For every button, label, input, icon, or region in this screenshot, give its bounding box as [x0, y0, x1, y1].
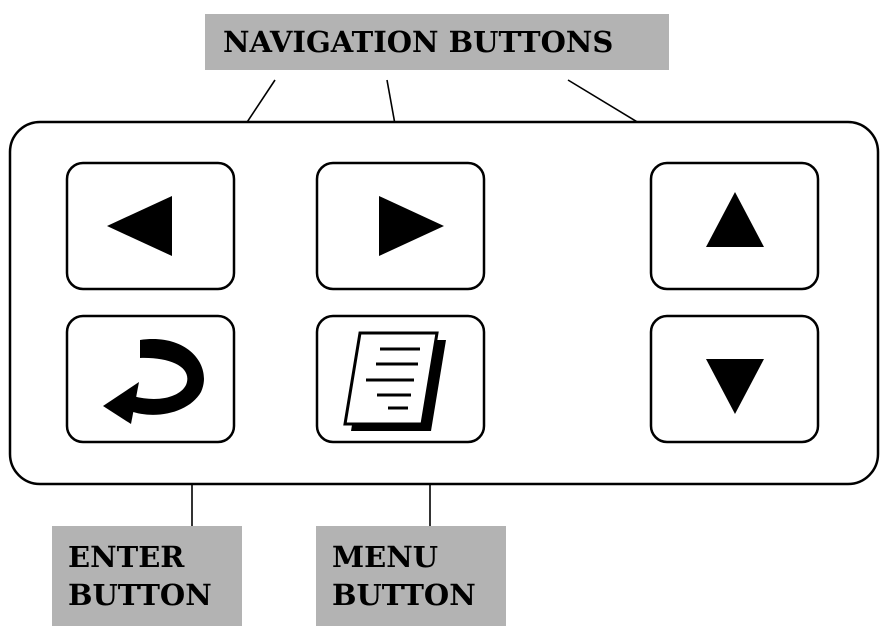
navigation-buttons-label: NAVIGATION BUTTONS	[205, 14, 669, 70]
menu-button-label: MENU BUTTON	[316, 526, 506, 626]
enter-label-line2: BUTTON	[68, 578, 212, 612]
menu-document-icon	[343, 331, 446, 431]
up-arrow-button[interactable]	[649, 161, 820, 291]
right-arrow-icon	[379, 196, 444, 256]
left-arrow-icon	[107, 196, 172, 256]
left-arrow-button[interactable]	[65, 161, 236, 291]
navigation-buttons-label-text: NAVIGATION BUTTONS	[223, 25, 614, 59]
enter-label-line1: ENTER	[68, 540, 185, 574]
menu-label-line1: MENU	[332, 540, 439, 574]
right-arrow-button[interactable]	[315, 161, 486, 291]
menu-button[interactable]	[315, 314, 486, 444]
menu-label-line2: BUTTON	[332, 578, 476, 612]
enter-button[interactable]	[65, 314, 236, 444]
down-arrow-icon	[706, 359, 764, 414]
up-arrow-icon	[706, 192, 764, 247]
enter-return-icon	[103, 339, 204, 424]
down-arrow-button[interactable]	[649, 314, 820, 444]
enter-button-label: ENTER BUTTON	[52, 526, 242, 626]
